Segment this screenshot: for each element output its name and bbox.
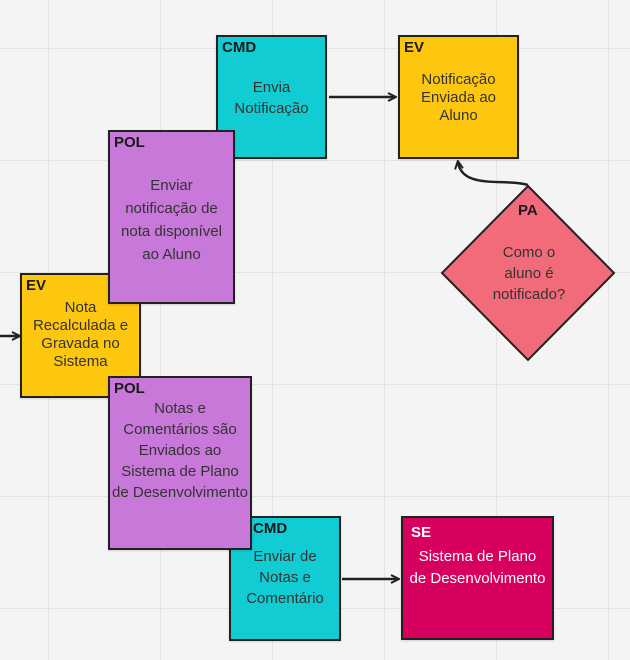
note-type-label: CMD (253, 520, 288, 537)
arrow-question-to-enviada (458, 162, 529, 187)
note-text: Enviar notificação de nota disponível ao… (121, 177, 222, 263)
note-type-label: SE (411, 524, 432, 541)
policy-note-enviar-notificacao[interactable]: POL Enviar notificação de nota disponíve… (108, 130, 235, 304)
note-text: Notas e Comentários são Enviados ao Sist… (112, 400, 248, 501)
note-text: Nota Recalculada e Gravada no Sistema (32, 299, 129, 370)
note-type-label: EV (404, 39, 425, 56)
policy-note-notas-comentarios[interactable]: POL Notas e Comentários são Enviados ao … (108, 376, 252, 550)
note-text: Sistema de Plano de Desenvolvimento (409, 548, 546, 587)
external-system-note-sistema-plano[interactable]: SE Sistema de Plano de Desenvolvimento (401, 516, 554, 640)
note-text: Envia Notificação (234, 79, 309, 117)
event-note-notificacao-enviada[interactable]: EV Notificação Enviada ao Aluno (398, 35, 519, 159)
note-type-label: POL (114, 134, 145, 151)
note-type-label: EV (26, 277, 47, 294)
command-note-envia-notificacao[interactable]: CMD Envia Notificação (216, 35, 327, 159)
note-type-label: POL (114, 380, 145, 397)
note-text: Notificação Enviada ao Aluno (420, 71, 497, 124)
note-type-label: PA (518, 202, 538, 219)
note-type-label: CMD (222, 39, 257, 56)
note-text: Enviar de Notas e Comentário (246, 548, 324, 607)
pivotal-question-text: Como o aluno é notificado? (492, 244, 566, 303)
event-note-nota-recalculada[interactable]: EV Nota Recalculada e Gravada no Sistema (20, 273, 141, 398)
